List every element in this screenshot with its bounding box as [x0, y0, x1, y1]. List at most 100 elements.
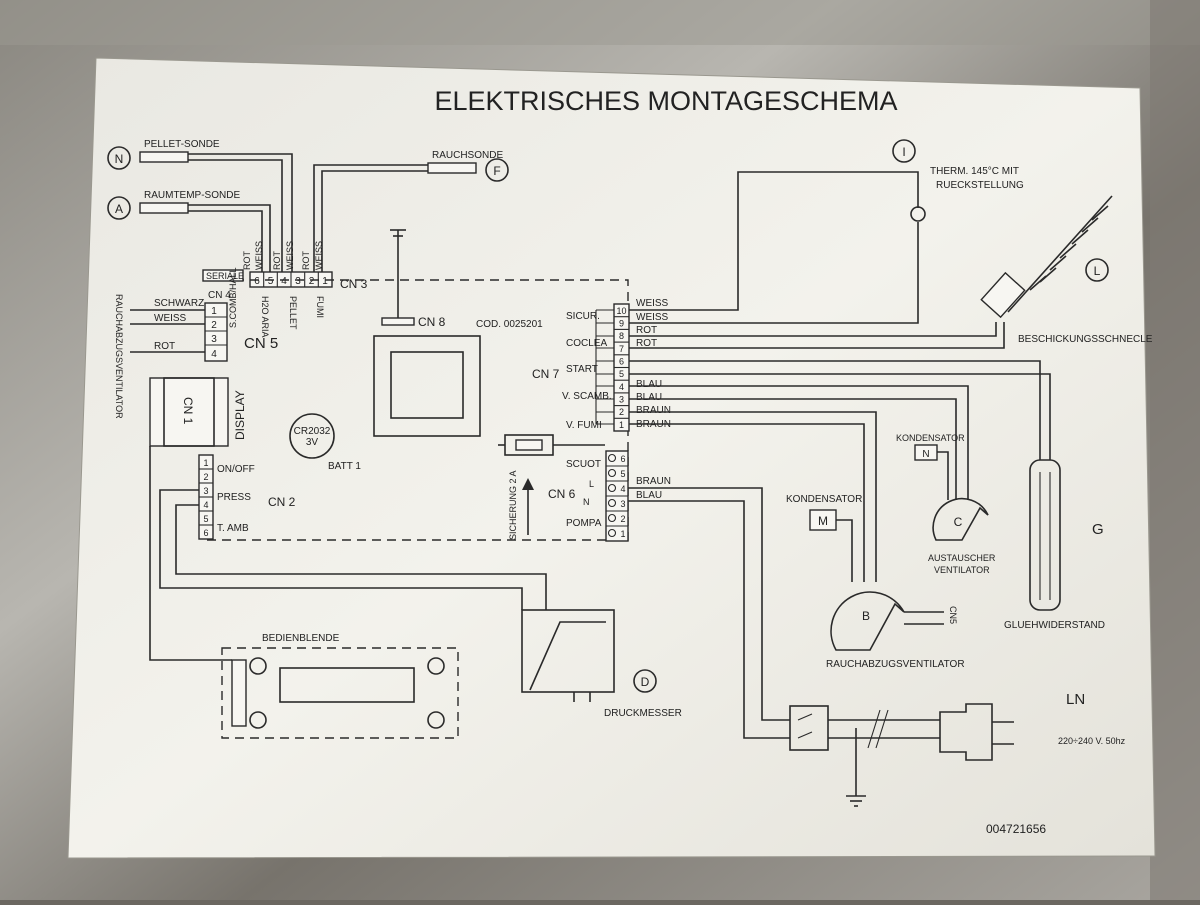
smoke-sensor-letter: F — [493, 164, 500, 178]
connector-cn1: CN 1 DISPLAY — [149, 377, 247, 661]
connector-cn5: RAUCHABZUGSVENTILATOR 1 2 3 4 SCHWARZ WE… — [114, 267, 278, 419]
cn1-label: CN 1 — [181, 397, 195, 425]
svg-text:WEISS: WEISS — [636, 298, 669, 309]
svg-text:4: 4 — [620, 484, 625, 494]
svg-text:KONDENSATOR: KONDENSATOR — [896, 433, 965, 443]
svg-text:SERIALE: SERIALE — [206, 271, 244, 281]
svg-text:ROT: ROT — [636, 325, 657, 336]
svg-text:PRESS: PRESS — [217, 492, 251, 503]
cn6-label: CN 6 — [548, 487, 576, 501]
exchanger-fan: KONDENSATOR N C AUSTAUSCHER VENTILATOR — [896, 433, 996, 575]
pellet-sensor: N PELLET-SONDE — [107, 139, 293, 272]
svg-text:6: 6 — [620, 454, 625, 464]
svg-text:N: N — [922, 449, 929, 460]
svg-text:5: 5 — [203, 514, 208, 524]
power-label: LN — [1066, 691, 1085, 708]
safety-thermostat: I THERM. 145°C MIT RUECKSTELLUNG — [892, 139, 1024, 222]
glow-plug-label: GLUEHWIDERSTAND — [1004, 620, 1105, 631]
diagram-title: ELEKTRISCHES MONTAGESCHEMA — [434, 86, 897, 116]
cn8-label: CN 8 — [418, 315, 446, 329]
svg-text:COCLEA: COCLEA — [566, 338, 607, 349]
svg-text:1: 1 — [322, 276, 328, 287]
svg-text:2: 2 — [203, 472, 208, 482]
svg-text:ROT: ROT — [242, 251, 252, 271]
svg-text:6: 6 — [203, 528, 208, 538]
svg-text:B: B — [862, 609, 870, 623]
svg-text:5: 5 — [619, 369, 624, 379]
fuse: SICHERUNG 2 A — [498, 434, 605, 540]
svg-text:PELLET: PELLET — [288, 296, 298, 330]
pressure-switch-label: DRUCKMESSER — [604, 708, 682, 719]
svg-text:2: 2 — [211, 320, 217, 331]
svg-text:M: M — [818, 514, 828, 528]
cn4-label: CN 4 — [208, 290, 231, 301]
battery-label: BATT 1 — [328, 461, 361, 472]
feed-auger: L BESCHICKUNGSSCHNECLE — [980, 195, 1153, 345]
svg-text:D: D — [641, 675, 650, 689]
svg-text:3: 3 — [295, 276, 301, 287]
svg-text:VENTILATOR: VENTILATOR — [934, 565, 990, 575]
pellet-sensor-label: PELLET-SONDE — [144, 139, 220, 150]
svg-text:SCHWARZ: SCHWARZ — [154, 298, 204, 309]
svg-text:3: 3 — [620, 499, 625, 509]
svg-text:START: START — [566, 364, 598, 375]
svg-text:4: 4 — [619, 382, 624, 392]
svg-text:4: 4 — [211, 349, 217, 360]
glow-plug: G GLUEHWIDERSTAND — [1004, 459, 1105, 631]
room-temp-sensor-label: RAUMTEMP-SONDE — [144, 190, 240, 201]
svg-text:SICUR.: SICUR. — [566, 311, 600, 322]
room-temp-sensor-letter: A — [115, 202, 123, 216]
svg-text:THERM. 145°C MIT: THERM. 145°C MIT — [930, 166, 1019, 177]
smoke-sensor: F RAUCHSONDE — [313, 150, 509, 272]
svg-text:WEISS: WEISS — [636, 312, 669, 323]
svg-text:BRAUN: BRAUN — [636, 476, 671, 487]
svg-text:10: 10 — [616, 306, 626, 316]
smoke-sensor-label: RAUCHSONDE — [432, 150, 503, 161]
svg-text:6: 6 — [254, 276, 260, 287]
connector-cn4: SERIALE CN 4 — [202, 269, 244, 301]
svg-text:3: 3 — [211, 334, 217, 345]
svg-text:8: 8 — [619, 331, 624, 341]
svg-text:ROT: ROT — [301, 251, 311, 271]
svg-text:RUECKSTELLUNG: RUECKSTELLUNG — [936, 180, 1024, 191]
svg-text:AUSTAUSCHER: AUSTAUSCHER — [928, 553, 996, 563]
svg-text:L: L — [589, 479, 594, 489]
microcontroller — [373, 335, 481, 437]
connector-cn7: 10 9 8 7 6 5 4 3 2 1 SICUR. COCLEA START… — [532, 298, 671, 432]
svg-text:ROT: ROT — [154, 341, 175, 352]
svg-text:1: 1 — [203, 458, 208, 468]
svg-text:3: 3 — [203, 486, 208, 496]
svg-text:3V: 3V — [306, 437, 319, 448]
connector-cn3: ROT WEISS ROT WEISS ROT WEISS 6 5 4 3 2 … — [242, 241, 368, 338]
svg-text:BLAU: BLAU — [636, 379, 662, 390]
cn7-wiring — [629, 171, 1051, 582]
svg-text:9: 9 — [619, 319, 624, 329]
svg-text:V. SCAMB.: V. SCAMB. — [562, 391, 612, 402]
mains-power: LN 220÷240 V. 50hz — [789, 691, 1126, 807]
control-panel: BEDIENBLENDE — [221, 633, 459, 739]
svg-text:H2O ARIA: H2O ARIA — [260, 296, 270, 338]
svg-text:KONDENSATOR: KONDENSATOR — [786, 494, 862, 505]
cn3-label: CN 3 — [340, 277, 368, 291]
svg-text:1: 1 — [211, 306, 217, 317]
cn5-label: CN 5 — [244, 335, 278, 352]
svg-text:POMPA: POMPA — [566, 518, 602, 529]
svg-text:C: C — [954, 515, 963, 529]
svg-text:2: 2 — [309, 276, 315, 287]
connector-cn2: 1 2 3 4 5 6 ON/OFF PRESS T. AMB CN 2 — [159, 454, 547, 610]
svg-text:1: 1 — [619, 420, 624, 430]
svg-text:BEDIENBLENDE: BEDIENBLENDE — [262, 633, 340, 644]
smoke-fan-label: RAUCHABZUGSVENTILATOR — [826, 659, 965, 670]
svg-text:BLAU: BLAU — [636, 392, 662, 403]
svg-text:5: 5 — [620, 469, 625, 479]
svg-text:2: 2 — [619, 407, 624, 417]
svg-text:V. FUMI: V. FUMI — [566, 420, 602, 431]
fuse-label: SICHERUNG 2 A — [508, 470, 518, 540]
battery: CR2032 3V BATT 1 — [289, 413, 361, 472]
svg-text:G: G — [1092, 521, 1104, 538]
svg-text:1: 1 — [620, 529, 625, 539]
svg-text:4: 4 — [203, 500, 208, 510]
connector-cn8: CN 8 COD. 0025201 — [381, 229, 543, 330]
svg-text:FUMI: FUMI — [315, 296, 325, 318]
